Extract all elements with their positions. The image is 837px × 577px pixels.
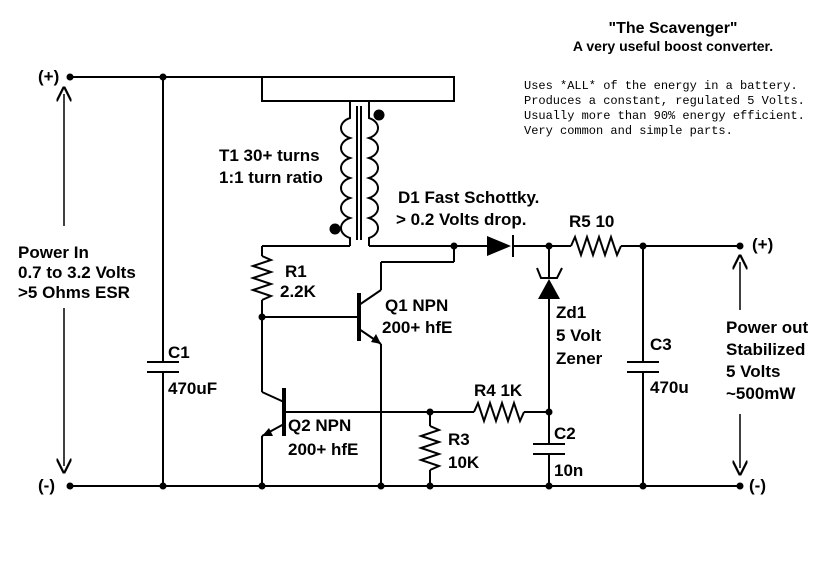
power-in-label: Power In 0.7 to 3.2 Volts >5 Ohms ESR <box>18 243 136 302</box>
svg-text:Power In: Power In <box>18 243 89 262</box>
svg-text:Stabilized: Stabilized <box>726 340 805 359</box>
input-positive-terminal <box>66 73 74 81</box>
output-minus-label: (-) <box>749 476 766 495</box>
zd1-voltage: 5 Volt <box>556 326 601 345</box>
c1-value: 470uF <box>168 379 217 398</box>
zd1-type: Zener <box>556 349 603 368</box>
zener-zd1 <box>536 242 563 426</box>
svg-text:>5 Ohms ESR: >5 Ohms ESR <box>18 283 130 302</box>
c2-label: C2 <box>554 424 576 443</box>
resistor-r4 <box>473 399 549 425</box>
transformer-t1 <box>261 76 455 246</box>
note-line: Uses *ALL* of the energy in a battery. <box>524 79 798 93</box>
capacitor-c3 <box>627 242 659 490</box>
zd1-label: Zd1 <box>556 303 586 322</box>
q1-hfe: 200+ hfE <box>382 318 452 337</box>
c3-label: C3 <box>650 335 672 354</box>
input-plus-label: (+) <box>38 67 59 86</box>
t1-label: T1 30+ turns <box>219 146 320 165</box>
r3-value: 10K <box>448 453 480 472</box>
transistor-q1 <box>262 246 455 486</box>
power-out-label: Power out Stabilized 5 Volts ~500mW <box>726 318 809 403</box>
svg-text:Power out: Power out <box>726 318 809 337</box>
diagram-subtitle: A very useful boost converter. <box>573 38 773 54</box>
resistor-r3 <box>417 408 443 490</box>
svg-text:5 Volts: 5 Volts <box>726 362 780 381</box>
input-minus-label: (-) <box>38 476 55 495</box>
c1-label: C1 <box>168 343 190 362</box>
feature-notes: Uses *ALL* of the energy in a battery. P… <box>524 79 805 138</box>
d1-label: D1 Fast Schottky. <box>398 188 539 207</box>
input-negative-terminal <box>66 482 74 490</box>
c2-value: 10n <box>554 461 583 480</box>
d1-spec: > 0.2 Volts drop. <box>396 210 527 229</box>
note-line: Very common and simple parts. <box>524 124 733 138</box>
q1-label: Q1 NPN <box>385 296 448 315</box>
transistor-q2 <box>261 385 474 486</box>
q2-label: Q2 NPN <box>288 416 351 435</box>
q2-hfe: 200+ hfE <box>288 440 358 459</box>
output-positive-terminal <box>736 242 744 250</box>
svg-text:~500mW: ~500mW <box>726 384 796 403</box>
diagram-title: "The Scavenger" <box>609 20 738 37</box>
output-plus-label: (+) <box>752 235 773 254</box>
svg-text:0.7 to 3.2 Volts: 0.7 to 3.2 Volts <box>18 263 136 282</box>
r1-value: 2.2K <box>280 282 317 301</box>
resistor-r1 <box>249 246 275 385</box>
t1-ratio: 1:1 turn ratio <box>219 168 323 187</box>
r1-label: R1 <box>285 262 307 281</box>
r4-label: R4 1K <box>474 381 523 400</box>
capacitor-c1 <box>147 73 179 490</box>
note-line: Produces a constant, regulated 5 Volts. <box>524 94 805 108</box>
output-negative-terminal <box>736 482 744 490</box>
c3-value: 470u <box>650 378 689 397</box>
note-line: Usually more than 90% energy efficient. <box>524 109 805 123</box>
diode-d1 <box>474 235 549 257</box>
r3-label: R3 <box>448 430 470 449</box>
r5-label: R5 10 <box>569 212 614 231</box>
capacitor-c2 <box>533 426 565 490</box>
